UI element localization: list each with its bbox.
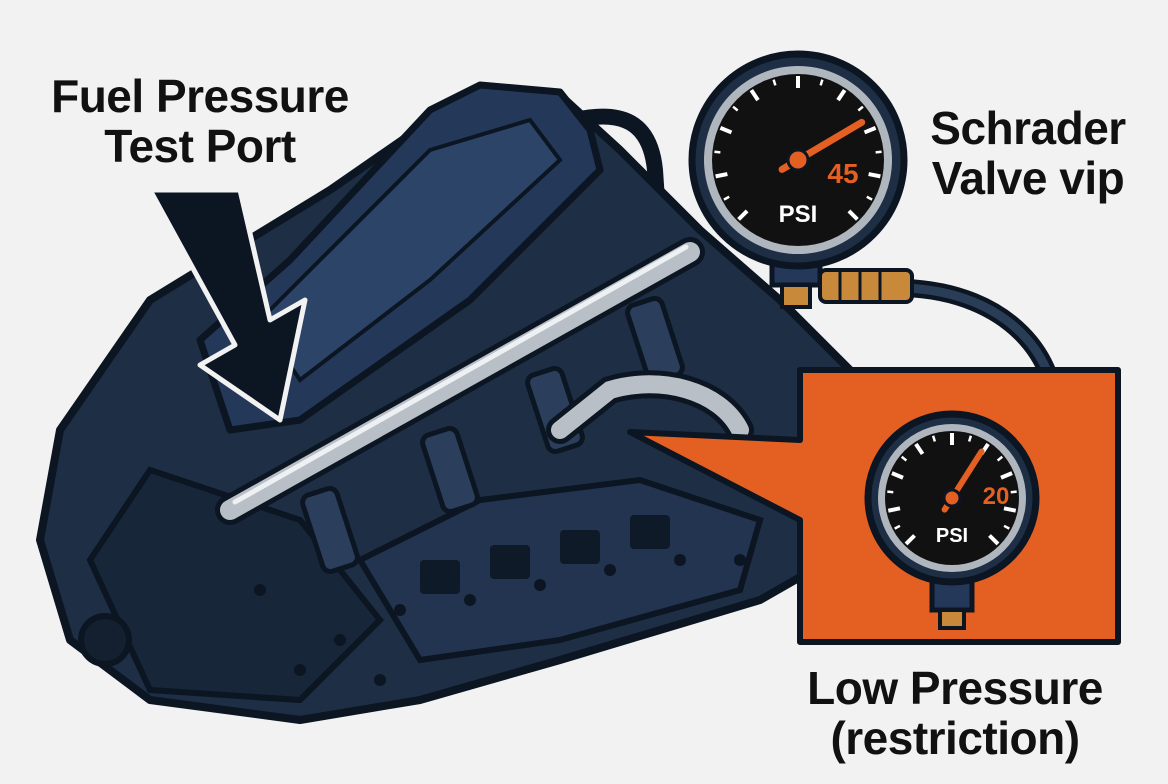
gauge-tick bbox=[904, 534, 916, 546]
gauge-tick bbox=[772, 79, 777, 86]
gauge-tick bbox=[914, 442, 925, 456]
inset-pressure-gauge: 20 PSI bbox=[864, 410, 1040, 630]
gauge-tick bbox=[715, 172, 728, 179]
gauge-tick bbox=[868, 172, 881, 179]
gauge-tick bbox=[732, 105, 739, 112]
gauge-tick bbox=[723, 195, 730, 201]
gauge-tick bbox=[891, 471, 904, 480]
gauge-tick bbox=[863, 126, 877, 135]
inset-gauge-ticks bbox=[887, 433, 1017, 546]
gauge-tick bbox=[988, 534, 1000, 546]
gauge-tick bbox=[967, 435, 973, 442]
gauge-tick bbox=[836, 89, 847, 102]
hose-fitting bbox=[818, 268, 914, 304]
gauge-tick bbox=[737, 209, 749, 221]
main-gauge-ticks bbox=[714, 76, 882, 221]
gauge-tick bbox=[714, 150, 721, 154]
gauge-tick bbox=[1003, 506, 1017, 513]
test-port-arrow bbox=[147, 187, 308, 423]
gauge-tick bbox=[900, 455, 908, 462]
gauge-tick bbox=[857, 105, 864, 112]
gauge-tick bbox=[1003, 524, 1010, 530]
gauge-tick bbox=[894, 524, 901, 530]
gauge-tick bbox=[887, 490, 894, 494]
low-pressure-label: Low Pressure (restriction) bbox=[790, 662, 1120, 764]
schrader-label-line-1: Schrader bbox=[930, 102, 1126, 154]
test-port-pipe bbox=[546, 370, 754, 444]
main-pressure-gauge: 45 PSI bbox=[688, 50, 908, 309]
gauge-tick bbox=[847, 209, 859, 221]
inset-gauge-value: 20 bbox=[983, 483, 1010, 510]
schrader-label-line-2: Valve vip bbox=[931, 151, 1125, 204]
gauge-tick bbox=[875, 150, 882, 154]
low-pressure-label-line-2: (restriction) bbox=[830, 711, 1080, 764]
schrader-valve-label: Schrader Valve vip bbox=[918, 102, 1138, 204]
gauge-tick bbox=[887, 506, 901, 513]
gauge-tick bbox=[1000, 471, 1013, 480]
low-pressure-label-line-1: Low Pressure bbox=[807, 662, 1103, 714]
test-port-label: Fuel Pressure Test Port bbox=[40, 70, 360, 172]
gauge-tick bbox=[931, 435, 937, 442]
fuel-rail bbox=[215, 237, 705, 525]
test-port-label-line-1: Fuel Pressure bbox=[51, 70, 349, 122]
gauge-tick bbox=[996, 455, 1004, 462]
main-gauge-unit: PSI bbox=[779, 201, 818, 228]
gauge-tick bbox=[719, 126, 733, 135]
test-port-label-line-2: Test Port bbox=[104, 119, 296, 172]
inset-gauge-unit: PSI bbox=[936, 525, 968, 547]
gauge-tick bbox=[749, 89, 760, 102]
gauge-tick bbox=[819, 79, 824, 86]
gauge-tick bbox=[1010, 490, 1017, 494]
rail-hose bbox=[567, 108, 668, 253]
main-gauge-value: 45 bbox=[827, 158, 858, 189]
gauge-tick bbox=[866, 195, 873, 201]
